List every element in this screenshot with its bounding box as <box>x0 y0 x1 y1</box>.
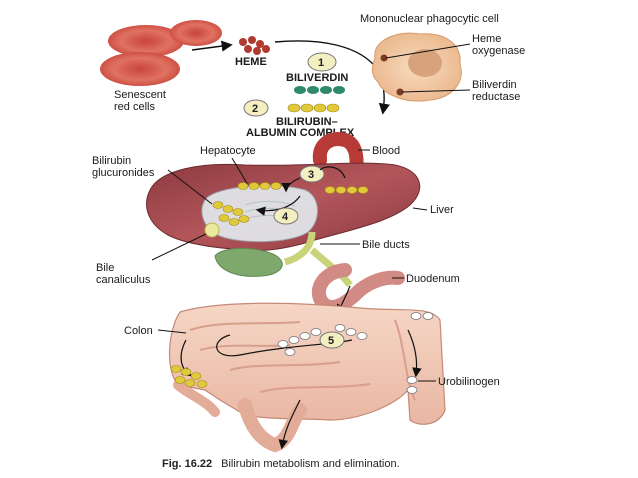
glucuronides-label-1: Bilirubin <box>92 155 131 167</box>
step-3-number: 3 <box>308 169 314 181</box>
biliverdin-reductase-leader <box>401 89 471 93</box>
step-4-number: 4 <box>282 211 289 223</box>
heme-label: HEME <box>235 56 267 68</box>
hepatocyte <box>201 185 318 243</box>
duodenum-label: Duodenum <box>406 273 460 285</box>
blood-to-hepatocyte-curve <box>319 166 346 179</box>
colon-bilirubin <box>170 365 208 388</box>
heme-oxygenase-dot <box>380 54 388 62</box>
caption-prefix: Fig. 16.22 <box>162 458 212 470</box>
canaliculus-label-2: canaliculus <box>96 274 151 286</box>
arrow-excretion <box>278 399 301 450</box>
step-3-badge <box>299 165 325 183</box>
step-1-number: 1 <box>318 57 324 69</box>
step-2-number: 2 <box>252 103 258 115</box>
intestines <box>169 302 446 453</box>
blood-bilirubin <box>324 186 369 194</box>
liver-label: Liver <box>430 204 454 216</box>
step-2-badge <box>243 99 269 117</box>
heme-oxygenase-label-1: Heme <box>472 33 501 45</box>
mononuclear-label: Mononuclear phagocytic cell <box>360 13 499 25</box>
canaliculus-leader <box>151 233 207 261</box>
blood-label: Blood <box>372 145 400 157</box>
colon-leader <box>157 329 187 334</box>
biliverdin-reductase-label-1: Biliverdin <box>472 79 517 91</box>
step-5-number: 5 <box>328 335 334 347</box>
biliverdin-reductase-dot <box>396 88 404 96</box>
cell-nucleus <box>408 49 442 77</box>
colon-label: Colon <box>124 325 153 337</box>
senescent-red-cells <box>100 20 222 86</box>
heme-molecules <box>239 36 270 55</box>
liver-leader <box>412 207 428 211</box>
arrow-into-hepatocyte <box>281 177 301 193</box>
biliverdin-molecules <box>294 86 345 94</box>
bile-duct-a <box>283 231 316 266</box>
bile-ducts-label: Bile ducts <box>362 239 410 251</box>
urobilinogen-molecules <box>277 312 434 394</box>
blood-vessel <box>312 132 364 177</box>
bilirubin-albumin-molecules <box>287 103 340 113</box>
biliverdin-reductase-label-2: reductase <box>472 91 520 103</box>
gallbladder <box>214 247 283 277</box>
hepatocyte-label: Hepatocyte <box>200 145 256 157</box>
figure-caption: Fig. 16.22 Bilirubin metabolism and elim… <box>162 454 400 471</box>
glucuronides-leader <box>167 169 213 205</box>
bilirubin-glucuronides <box>212 201 250 226</box>
heme-oxygenase-label-2: oxygenase <box>472 45 525 57</box>
duodenum <box>311 263 405 315</box>
canaliculus-label-1: Bile <box>96 262 114 274</box>
heme-oxygenase-leader <box>385 43 471 59</box>
glucuronides-label-2: glucuronides <box>92 167 155 179</box>
caption-text: Bilirubin metabolism and elimination. <box>221 458 400 470</box>
hepatocyte-leader <box>231 157 249 186</box>
step-4-badge <box>273 207 299 225</box>
bilirubin-albumin-label-1: BILIRUBIN– <box>276 116 338 128</box>
biliverdin-label: BILIVERDIN <box>286 72 348 84</box>
hepatocyte-bilirubin <box>237 182 282 190</box>
senescent-label-2: red cells <box>114 101 155 113</box>
bile-canaliculus <box>204 222 220 238</box>
senescent-label-1: Senescent <box>114 89 166 101</box>
urobilinogen-label: Urobilinogen <box>438 376 500 388</box>
step-1-badge <box>307 52 337 72</box>
arrow-reabsorption <box>407 329 422 378</box>
arrow-rbc-to-heme <box>191 40 233 52</box>
step-5-badge <box>319 331 345 349</box>
